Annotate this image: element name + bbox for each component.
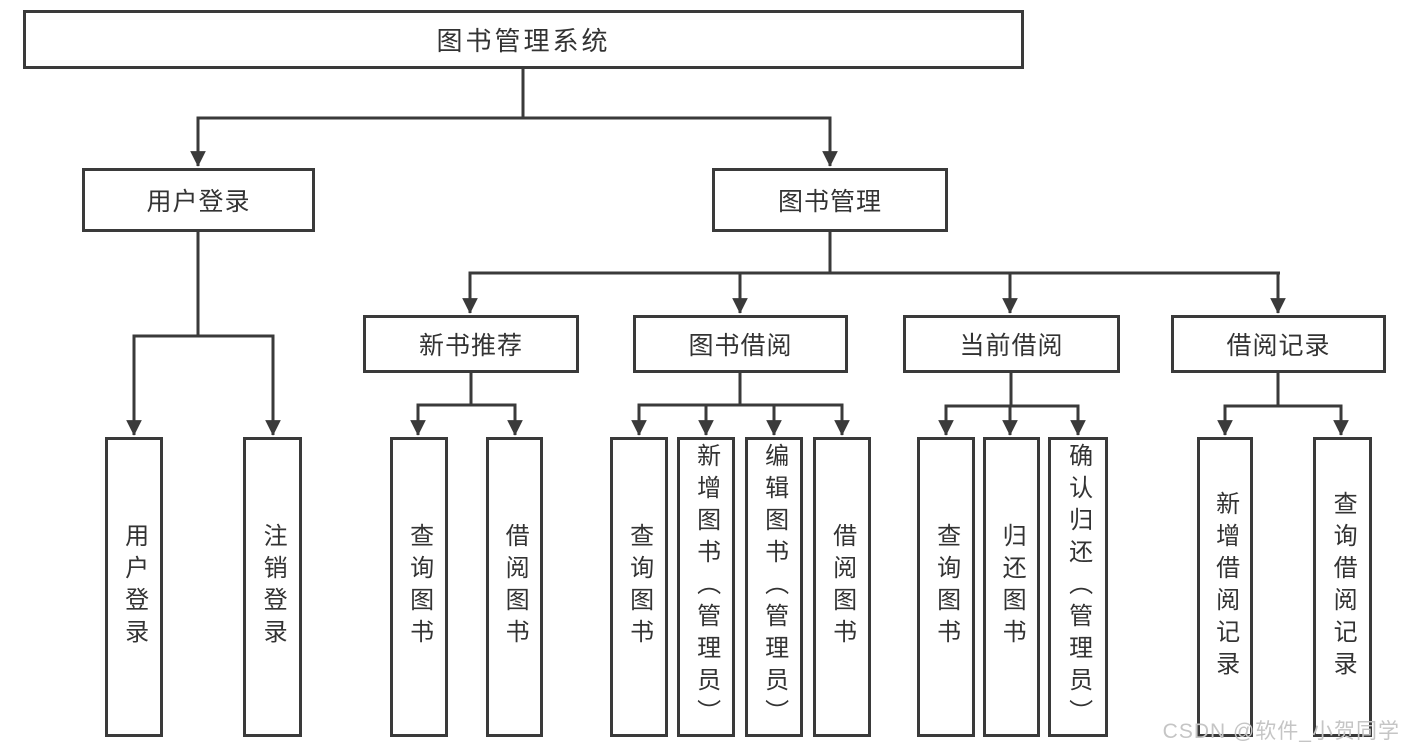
leaf-logout-label: 注销登录 xyxy=(259,523,287,651)
node-root-system: 图书管理系统 xyxy=(23,10,1024,69)
node-borrow-record: 借阅记录 xyxy=(1171,315,1386,373)
leaf-add-books-admin: 新增图书（管理员） xyxy=(677,437,735,737)
node-book-management: 图书管理 xyxy=(712,168,948,232)
leaf-query-books-recommend-label: 查询图书 xyxy=(405,523,433,651)
csdn-watermark: CSDN @软件_小贺同学 xyxy=(1162,720,1400,743)
node-user-login-label: 用户登录 xyxy=(146,188,251,216)
node-new-book-recommend: 新书推荐 xyxy=(363,315,579,373)
node-book-borrow: 图书借阅 xyxy=(633,315,848,373)
leaf-add-borrow-record: 新增借阅记录 xyxy=(1197,437,1253,737)
leaf-add-books-admin-label: 新增图书（管理员） xyxy=(692,443,720,731)
leaf-user-login-label: 用户登录 xyxy=(120,523,148,651)
leaf-query-books-recommend: 查询图书 xyxy=(390,437,448,737)
leaf-borrow-books-label: 借阅图书 xyxy=(828,523,856,651)
leaf-query-books-borrow: 查询图书 xyxy=(610,437,668,737)
node-borrow-record-label: 借阅记录 xyxy=(1226,332,1331,360)
node-book-borrow-label: 图书借阅 xyxy=(688,332,793,360)
leaf-edit-books-admin: 编辑图书（管理员） xyxy=(745,437,803,737)
leaf-logout: 注销登录 xyxy=(243,437,302,737)
node-new-book-recommend-label: 新书推荐 xyxy=(418,332,523,360)
leaf-edit-books-admin-label: 编辑图书（管理员） xyxy=(760,443,788,731)
leaf-add-borrow-record-label: 新增借阅记录 xyxy=(1211,491,1239,683)
leaf-confirm-return-admin-label: 确认归还（管理员） xyxy=(1064,443,1092,731)
tree-edges xyxy=(126,68,1349,436)
leaf-user-login: 用户登录 xyxy=(105,437,163,737)
leaf-return-books-label: 归还图书 xyxy=(998,523,1026,651)
node-book-management-label: 图书管理 xyxy=(777,188,882,216)
leaf-borrow-books-recommend: 借阅图书 xyxy=(486,437,543,737)
leaf-borrow-books: 借阅图书 xyxy=(813,437,871,737)
leaf-query-borrow-record-label: 查询借阅记录 xyxy=(1329,491,1357,683)
leaf-return-books: 归还图书 xyxy=(983,437,1040,737)
leaf-query-borrow-record: 查询借阅记录 xyxy=(1313,437,1372,737)
node-root-label: 图书管理系统 xyxy=(436,26,611,56)
leaf-confirm-return-admin: 确认归还（管理员） xyxy=(1048,437,1108,737)
leaf-query-books-current: 查询图书 xyxy=(917,437,975,737)
leaf-borrow-books-recommend-label: 借阅图书 xyxy=(501,523,529,651)
leaf-query-books-borrow-label: 查询图书 xyxy=(625,523,653,651)
node-current-borrow-label: 当前借阅 xyxy=(959,332,1064,360)
node-current-borrow: 当前借阅 xyxy=(903,315,1120,373)
node-user-login: 用户登录 xyxy=(82,168,315,232)
leaf-query-books-current-label: 查询图书 xyxy=(932,523,960,651)
